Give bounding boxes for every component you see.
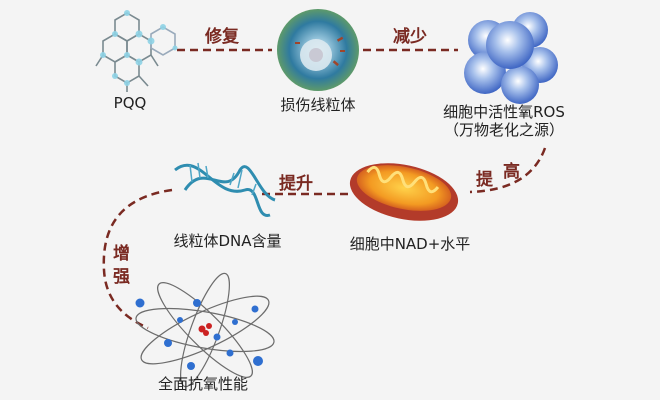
edge-boost-label: 提升 [279, 174, 313, 194]
edge-raise-label-2: 高 [503, 162, 520, 182]
node-nad-label: 细胞中NAD+水平 [349, 235, 471, 253]
edge-enhance-label-1: 增 [113, 244, 130, 264]
edge-repair-label: 修复 [205, 27, 239, 47]
node-ros-sublabel: （万物老化之源） [443, 121, 564, 139]
node-damaged-mito-label: 损伤线粒体 [280, 96, 356, 114]
node-pqq-label: PQQ [113, 94, 147, 112]
edge-reduce-label: 减少 [393, 27, 427, 47]
dna-helix-icon [174, 162, 276, 217]
atom-icon [135, 272, 275, 388]
node-mtdna-label: 线粒体DNA含量 [173, 232, 282, 250]
cell-cluster-icon [464, 12, 558, 104]
cell-icon [277, 9, 359, 91]
mitochondrion-icon [349, 163, 459, 221]
edge-enhance-label-2: 强 [113, 267, 130, 287]
edge-raise-label-1: 提 [476, 170, 493, 190]
node-ros-label: 细胞中活性氧ROS [443, 103, 565, 121]
node-antioxidant-label: 全面抗氧性能 [157, 375, 248, 393]
